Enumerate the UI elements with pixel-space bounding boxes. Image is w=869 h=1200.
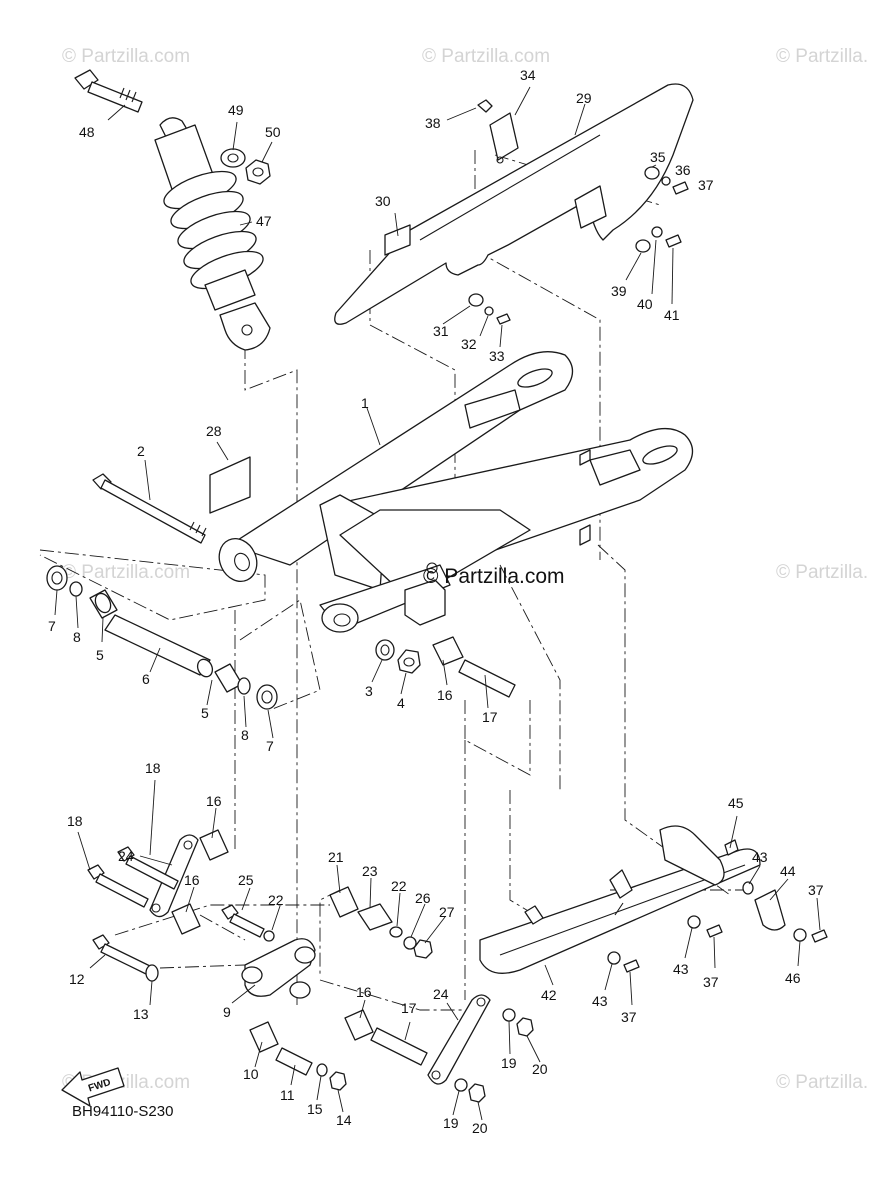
callout-number: 44 — [780, 863, 796, 879]
callout-number: 8 — [73, 629, 81, 645]
callout-number: 14 — [336, 1112, 352, 1128]
callout-number: 25 — [238, 872, 254, 888]
callout-number: 2 — [137, 443, 145, 459]
callout-number: 18 — [145, 760, 161, 776]
callout-number: 29 — [576, 90, 592, 106]
callout-number: 20 — [532, 1061, 548, 1077]
watermark: © Partzilla.com — [776, 46, 869, 67]
leader-lines — [54, 86, 821, 1121]
callout-number: 35 — [650, 149, 666, 165]
callout-number: 17 — [401, 1000, 417, 1016]
relay-arm — [241, 938, 316, 999]
callout-number: 19 — [501, 1055, 517, 1071]
callout-number: 37 — [621, 1009, 637, 1025]
callout-number: 5 — [96, 647, 104, 663]
callout-number: 24 — [118, 848, 134, 864]
callout-number: 6 — [142, 671, 150, 687]
diagram-code: BH94110-S230 — [72, 1103, 173, 1120]
watermark: © Partzilla.com — [422, 46, 550, 67]
callout-number: 16 — [184, 872, 200, 888]
callout-number: 46 — [785, 970, 801, 986]
callout-numbers: 1 2 3 4 5 5 6 7 7 8 8 9 10 11 12 13 14 1… — [48, 67, 824, 1136]
chain-guard-small-parts — [468, 99, 689, 325]
callout-number: 1 — [361, 395, 369, 411]
linkage-bolts-collars — [87, 829, 534, 1103]
callout-number: 16 — [437, 687, 453, 703]
callout-number: 42 — [541, 987, 557, 1003]
callout-number: 37 — [808, 882, 824, 898]
callout-number: 3 — [365, 683, 373, 699]
callout-number: 16 — [356, 984, 372, 1000]
callout-number: 5 — [201, 705, 209, 721]
collar — [220, 148, 246, 168]
callout-number: 7 — [266, 738, 274, 754]
callout-number: 50 — [265, 124, 281, 140]
callout-number: 19 — [443, 1115, 459, 1131]
callout-number: 26 — [415, 890, 431, 906]
watermark: © Partzilla.com — [62, 46, 190, 67]
callout-number: 39 — [611, 283, 627, 299]
callout-number: 10 — [243, 1066, 259, 1082]
rear-shock-absorber — [154, 117, 271, 351]
callout-number: 8 — [241, 727, 249, 743]
callout-number: 45 — [728, 795, 744, 811]
callout-number: 9 — [223, 1004, 231, 1020]
callout-number: 11 — [280, 1087, 295, 1103]
callout-number: 20 — [472, 1120, 488, 1136]
callout-number: 13 — [133, 1006, 149, 1022]
watermark: © Partzilla.com — [776, 1072, 869, 1093]
chain-case — [479, 825, 828, 974]
callout-number: 12 — [69, 971, 85, 987]
callout-number: 43 — [592, 993, 608, 1009]
callout-number: 7 — [48, 618, 56, 634]
callout-number: 32 — [461, 336, 477, 352]
callout-number: 31 — [433, 323, 449, 339]
callout-number: 17 — [482, 709, 498, 725]
callout-number: 24 — [433, 986, 449, 1002]
arm-link-parts — [375, 636, 516, 698]
callout-number: 22 — [268, 892, 284, 908]
callout-number: 18 — [67, 813, 83, 829]
nut — [245, 159, 271, 185]
connecting-rod — [149, 834, 199, 918]
callout-number: 36 — [675, 162, 691, 178]
callout-number: 28 — [206, 423, 222, 439]
shock-upper-bolt — [74, 69, 143, 113]
caution-label — [209, 456, 251, 514]
callout-number: 40 — [637, 296, 653, 312]
callout-number: 37 — [703, 974, 719, 990]
callout-number: 33 — [489, 348, 505, 364]
callout-number: 34 — [520, 67, 536, 83]
watermark: © Partzilla.com — [776, 562, 869, 583]
pivot-shaft — [92, 473, 207, 544]
callout-number: 37 — [698, 177, 714, 193]
rear-arm-swingarm — [218, 351, 694, 633]
pivot-parts — [46, 565, 278, 710]
callout-number: 47 — [256, 213, 272, 229]
callout-number: 27 — [439, 904, 455, 920]
callout-number: 23 — [362, 863, 378, 879]
fwd-arrow-icon: FWD — [61, 1067, 125, 1107]
connecting-rod — [427, 994, 491, 1085]
callout-number: 48 — [79, 124, 95, 140]
callout-number: 41 — [664, 307, 680, 323]
watermark: © Partzilla.com — [62, 562, 190, 583]
callout-number: 49 — [228, 102, 244, 118]
chain-guard — [334, 83, 694, 325]
callout-number: 15 — [307, 1101, 323, 1117]
callout-number: 16 — [206, 793, 222, 809]
callout-number: 4 — [397, 695, 405, 711]
brand-text: © Partzilla.com — [423, 565, 565, 588]
callout-number: 30 — [375, 193, 391, 209]
callout-number: 22 — [391, 878, 407, 894]
callout-number: 38 — [425, 115, 441, 131]
callout-number: 43 — [752, 849, 768, 865]
callout-number: 21 — [328, 849, 344, 865]
callout-number: 43 — [673, 961, 689, 977]
